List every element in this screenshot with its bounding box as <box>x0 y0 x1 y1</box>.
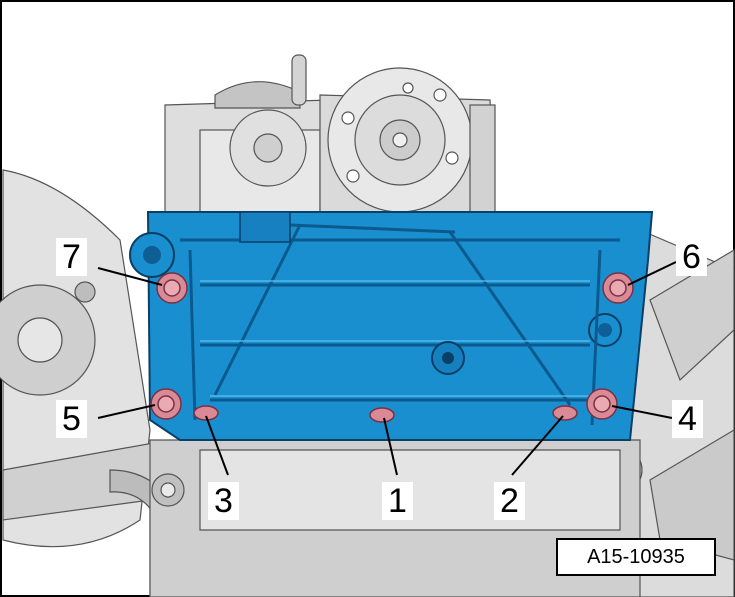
cover-plate <box>129 211 654 441</box>
callout-6: 6 <box>676 238 707 276</box>
bolt-2 <box>552 405 578 421</box>
bolt-3 <box>193 405 219 421</box>
callout-5: 5 <box>56 400 87 438</box>
callout-7: 7 <box>56 238 87 276</box>
callout-3: 3 <box>208 482 239 520</box>
bolt-5 <box>150 388 182 420</box>
callout-1: 1 <box>382 482 413 520</box>
bolt-1 <box>369 407 395 423</box>
callout-4: 4 <box>672 400 703 438</box>
bolt-4 <box>586 388 618 420</box>
callout-2: 2 <box>494 482 525 520</box>
reference-number-box: A15-10935 <box>556 538 716 576</box>
reference-number: A15-10935 <box>587 545 685 568</box>
bolts <box>150 272 634 423</box>
bolt-7 <box>156 272 188 304</box>
leader-lines <box>97 261 677 476</box>
bolt-6 <box>602 272 634 304</box>
engine-background <box>0 54 735 597</box>
